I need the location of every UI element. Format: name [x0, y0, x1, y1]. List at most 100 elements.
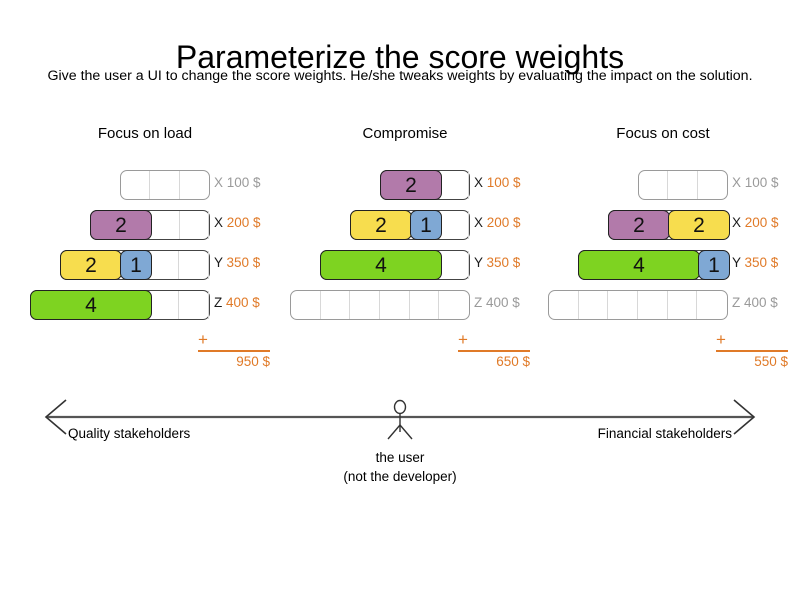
weight-slider-track[interactable] — [290, 290, 470, 320]
row-cost-label: X 200 $ — [732, 215, 792, 230]
weight-slider-cell[interactable] — [439, 251, 469, 279]
row-cost-value: 100 $ — [486, 175, 521, 190]
weight-slider-cell[interactable] — [180, 211, 209, 239]
weight-slider-track[interactable] — [638, 170, 728, 200]
weight-segment-green[interactable]: 4 — [578, 250, 700, 280]
row-key: X — [474, 175, 484, 190]
row-key: X — [474, 215, 484, 230]
weight-segment-blue[interactable]: 1 — [120, 250, 152, 280]
row-cost-label: X 200 $ — [214, 215, 274, 230]
weight-slider-cell[interactable] — [150, 291, 180, 319]
weight-slider-cell[interactable] — [549, 291, 579, 319]
weight-slider-track[interactable]: 2 — [90, 210, 210, 240]
row-cost-label: Z 400 $ — [214, 295, 274, 310]
weight-slider-cell[interactable] — [291, 291, 321, 319]
row-cost-label: X 100 $ — [474, 175, 534, 190]
row-cost-label: Y 350 $ — [214, 255, 274, 270]
row-cost-value: 350 $ — [744, 255, 779, 270]
sum-rule-line — [198, 350, 270, 352]
weight-segment-yellow[interactable]: 2 — [60, 250, 122, 280]
page-title: Parameterize the score weights — [175, 39, 625, 76]
weight-row: Z 400 $ — [276, 287, 534, 327]
sum-rule-line — [458, 350, 530, 352]
row-key: Z — [732, 295, 741, 310]
weight-slider-cell[interactable] — [698, 171, 727, 199]
weight-slider-cell[interactable] — [150, 251, 180, 279]
row-key: X — [732, 215, 742, 230]
weight-segment-blue[interactable]: 1 — [410, 210, 442, 240]
weight-row: 2 X 100 $ — [276, 167, 534, 207]
row-cost-value: 350 $ — [486, 255, 521, 270]
row-cost-value: 200 $ — [486, 215, 521, 230]
weight-slider-cell[interactable] — [668, 171, 698, 199]
weight-row: 4 Y 350 $ — [276, 247, 534, 287]
weight-slider-cell[interactable] — [410, 291, 440, 319]
weight-segment-yellow[interactable]: 2 — [350, 210, 412, 240]
weight-slider-cell[interactable] — [180, 171, 209, 199]
weight-slider-track[interactable] — [120, 170, 210, 200]
row-cost-value: 400 $ — [226, 295, 260, 310]
user-caption: the user (not the developer) — [0, 448, 800, 486]
weight-slider-track[interactable] — [548, 290, 728, 320]
row-cost-value: 200 $ — [226, 215, 261, 230]
weight-slider-cell[interactable] — [608, 291, 639, 319]
weight-segment-blue[interactable]: 1 — [698, 250, 730, 280]
weight-slider-cell[interactable] — [121, 171, 151, 199]
column-total: +550 $ — [534, 331, 792, 377]
weight-slider-cell[interactable] — [179, 251, 209, 279]
weight-slider-cell[interactable] — [321, 291, 351, 319]
row-key: X — [214, 175, 224, 190]
weight-slider-cell[interactable] — [380, 291, 410, 319]
weight-segment-purple[interactable]: 2 — [608, 210, 670, 240]
weight-segment-purple[interactable]: 2 — [380, 170, 442, 200]
total-cost-value: 550 $ — [754, 354, 788, 369]
user-caption-line1: the user — [375, 450, 425, 465]
sum-rule-line — [716, 350, 788, 352]
weight-segment-green[interactable]: 4 — [30, 290, 152, 320]
weight-slider-track[interactable]: 2 — [380, 170, 470, 200]
weight-slider-cell[interactable] — [439, 291, 469, 319]
row-cost-value: 400 $ — [486, 295, 520, 310]
weight-segment-green[interactable]: 4 — [320, 250, 442, 280]
weight-slider-cell[interactable] — [440, 171, 469, 199]
row-cost-label: Y 350 $ — [474, 255, 534, 270]
row-cost-label: Z 400 $ — [474, 295, 534, 310]
weight-slider-cell[interactable] — [579, 291, 609, 319]
weight-slider-cell[interactable] — [668, 291, 698, 319]
weight-slider-cell[interactable] — [150, 211, 180, 239]
row-key: Y — [474, 255, 483, 270]
weight-segment-purple[interactable]: 2 — [90, 210, 152, 240]
weight-slider-cell[interactable] — [639, 171, 669, 199]
weight-segment-yellow[interactable]: 2 — [668, 210, 730, 240]
weight-slider-cell[interactable] — [350, 291, 381, 319]
weight-slider-cell[interactable] — [179, 291, 210, 319]
weight-row: Z 400 $ — [534, 287, 792, 327]
weight-slider-track[interactable]: 4 — [320, 250, 470, 280]
weight-slider-cell[interactable] — [150, 171, 180, 199]
stakeholder-axis: Quality stakeholders Financial stakehold… — [0, 395, 800, 505]
weight-slider-cell[interactable] — [440, 211, 469, 239]
page-subtitle: Give the user a UI to change the score w… — [47, 68, 753, 84]
weight-slider-track[interactable]: 4 — [30, 290, 210, 320]
user-caption-line2: (not the developer) — [343, 469, 457, 484]
row-key: Y — [732, 255, 741, 270]
column-title: Focus on load — [97, 125, 193, 142]
weight-slider-cell[interactable] — [638, 291, 668, 319]
weight-slider-cell[interactable] — [697, 291, 727, 319]
row-key: Z — [474, 295, 483, 310]
axis-label-financial: Financial stakeholders — [597, 426, 732, 441]
total-cost-value: 650 $ — [496, 354, 530, 369]
column-total: +950 $ — [16, 331, 274, 377]
total-cost-value: 950 $ — [236, 354, 270, 369]
